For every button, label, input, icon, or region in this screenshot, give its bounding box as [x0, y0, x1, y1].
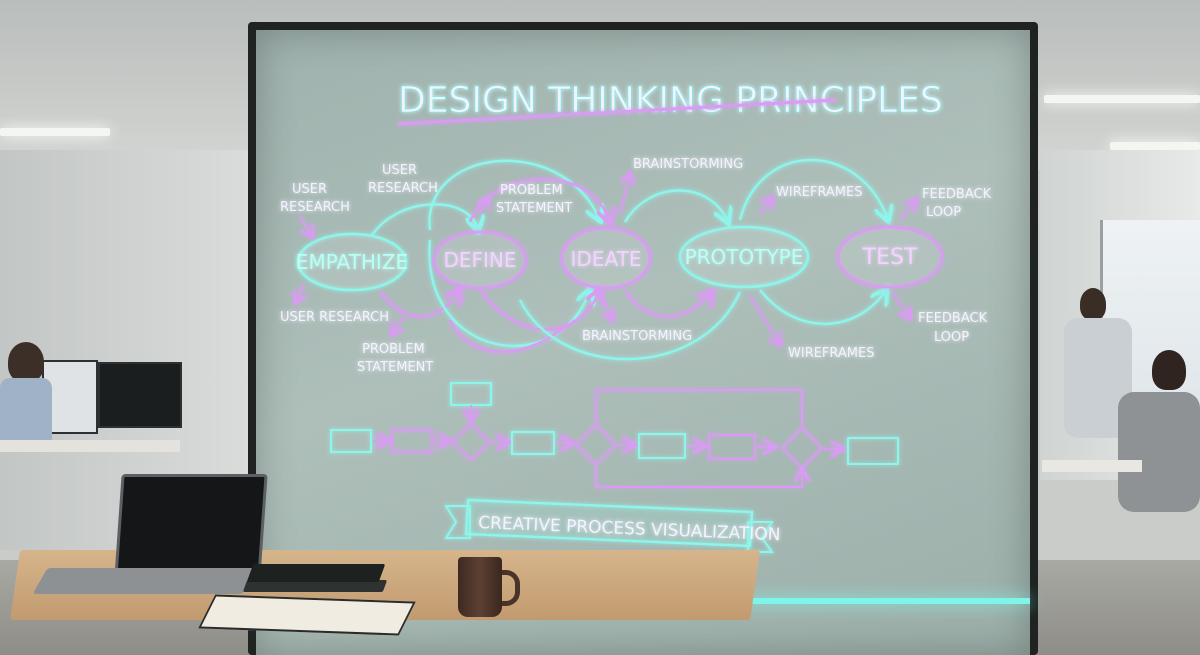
desk-right	[1042, 460, 1142, 472]
stage-label-test: TEST	[862, 245, 918, 270]
annotation-arrows	[296, 174, 916, 344]
curve	[623, 189, 728, 223]
annotation-research: RESEARCH	[280, 200, 350, 215]
ribbon-tail-left	[444, 505, 471, 539]
flowchart	[330, 382, 899, 488]
monitor	[98, 362, 182, 428]
mug-handle	[497, 570, 520, 606]
annotation-loop: LOOP	[934, 330, 969, 345]
flow-loop-bottom	[595, 467, 802, 488]
person-body	[1118, 392, 1200, 512]
stage-label-prototype: PROTOTYPE	[685, 245, 804, 269]
flow-decision	[780, 426, 824, 470]
arrow	[392, 315, 405, 334]
flow-box	[638, 433, 686, 459]
annotation-wireframes: WIREFRAMES	[776, 185, 863, 200]
ribbon-body	[464, 498, 754, 548]
person-body	[0, 378, 52, 448]
flow-box	[708, 434, 756, 460]
laptop-keyboard	[32, 568, 258, 594]
curve	[518, 291, 742, 361]
flow-box	[391, 429, 433, 453]
flow-loop-top	[595, 389, 803, 426]
arrow	[619, 174, 630, 215]
flow-decision	[574, 423, 618, 467]
flow-box	[330, 429, 372, 453]
connector-curves	[371, 159, 888, 361]
annotation-statement: STATEMENT	[357, 360, 433, 375]
curve	[428, 159, 600, 231]
annotation-problem: PROBLEM	[500, 183, 563, 198]
arrow	[480, 198, 488, 215]
annotation-feedback: FEEDBACK	[922, 187, 992, 202]
flow-box	[450, 382, 492, 406]
annotation-feedback: FEEDBACK	[918, 311, 988, 326]
title-underline	[397, 98, 837, 126]
arrow	[599, 289, 612, 320]
person-head	[1080, 288, 1106, 320]
stage-empathize	[296, 232, 408, 292]
laptop	[114, 474, 268, 578]
stage-prototype	[678, 225, 810, 289]
curve	[623, 290, 712, 318]
stage-define	[432, 230, 528, 290]
flow-box	[511, 431, 555, 455]
ceiling-light	[1044, 95, 1200, 103]
arrow	[296, 283, 304, 302]
annotation-user-research: USER RESEARCH	[280, 310, 389, 325]
curve	[448, 319, 576, 354]
coffee-mug	[458, 557, 502, 617]
annotation-brainstorming: BRAINSTORMING	[582, 329, 692, 344]
desk-left	[0, 440, 180, 452]
ceiling-light	[0, 128, 110, 136]
curve	[428, 239, 590, 348]
stage-ideate	[560, 226, 652, 290]
banner: CREATIVE PROCESS VISUALIZATION	[444, 498, 781, 553]
annotation-wireframes: WIREFRAMES	[788, 346, 875, 361]
annotation-loop: LOOP	[926, 205, 961, 220]
curve	[371, 203, 478, 235]
annotation-user: USER	[292, 182, 327, 197]
annotation-problem: PROBLEM	[362, 342, 425, 357]
person-head	[1152, 350, 1186, 390]
curve	[379, 290, 460, 318]
arrow	[299, 215, 312, 236]
stage-nodes	[296, 225, 944, 292]
stage-test	[836, 225, 944, 289]
flow-decision	[450, 422, 492, 462]
annotation-brainstorming: BRAINSTORMING	[633, 157, 743, 172]
stage-label-empathize: EMPATHIZE	[296, 250, 408, 274]
stage-label-define: DEFINE	[443, 248, 516, 272]
annotation-user: USER	[382, 163, 417, 178]
arrow	[759, 198, 772, 215]
open-notebook	[198, 594, 416, 636]
curve	[759, 290, 886, 325]
board-title: DESIGN THINKING PRINCIPLES	[398, 80, 943, 121]
curve	[479, 290, 600, 331]
arrow	[891, 291, 910, 318]
annotation-statement: STATEMENT	[496, 201, 572, 216]
arrow	[899, 200, 916, 221]
ceiling-light	[1110, 142, 1200, 150]
arrow	[749, 295, 780, 344]
book	[246, 564, 386, 582]
person-head	[8, 342, 44, 382]
flow-box	[847, 437, 899, 465]
annotation-research: RESEARCH	[368, 181, 438, 196]
curve	[738, 159, 888, 220]
stage-label-ideate: IDEATE	[571, 247, 642, 271]
